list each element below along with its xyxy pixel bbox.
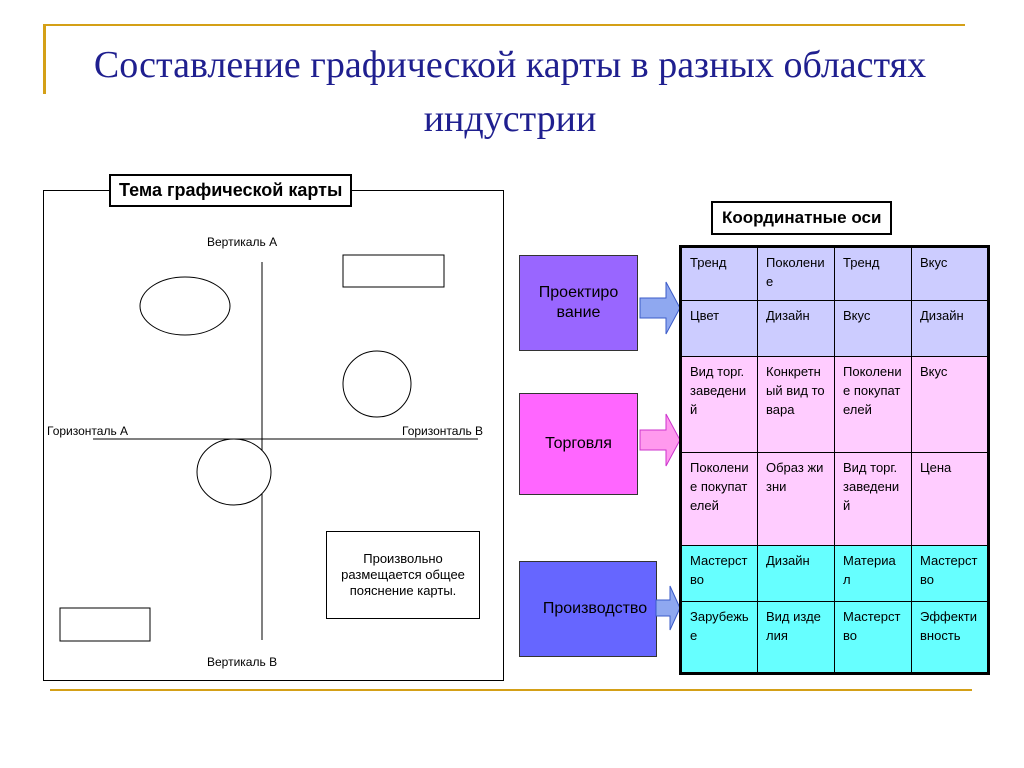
table-cell: Конкретный вид товара bbox=[757, 355, 835, 454]
table-row: Поколение покупателей Образ жизни Вид то… bbox=[680, 452, 989, 547]
table-cell: Вкус bbox=[834, 300, 912, 357]
table-cell: Мастерство bbox=[911, 545, 989, 603]
table-cell: Вкус bbox=[911, 355, 989, 454]
table-row: Зарубежье Вид изделия Мастерство Эффекти… bbox=[680, 601, 989, 674]
table-cell: Поколение bbox=[757, 245, 835, 302]
category-production-label: Производство bbox=[542, 600, 648, 617]
arrows bbox=[639, 281, 681, 631]
category-design: Проектиро вание bbox=[519, 255, 638, 351]
left-accent-bar bbox=[43, 24, 46, 94]
table-cell: Вид торг. заведений bbox=[680, 355, 758, 454]
table-cell: Дизайн bbox=[757, 300, 835, 357]
table-cell: Образ жизни bbox=[757, 452, 835, 547]
category-trade-label: Торговля bbox=[545, 435, 612, 452]
map-circle-right bbox=[342, 350, 412, 418]
map-topic-title: Тема графической карты bbox=[109, 174, 353, 207]
arrow-production-icon bbox=[655, 585, 681, 631]
table-row: Вид торг. заведений Конкретный вид товар… bbox=[680, 355, 989, 454]
table-cell: Мастерство bbox=[834, 601, 912, 674]
horizontal-a-label: Горизонталь А bbox=[47, 424, 129, 438]
table-cell: Поколение покупателей bbox=[680, 452, 758, 547]
map-rect-bottom-left bbox=[59, 607, 151, 642]
vertical-b-label: Вертикаль В bbox=[207, 655, 278, 669]
map-note-text: Произвольно размещается общее пояснение … bbox=[341, 551, 465, 598]
top-divider bbox=[43, 24, 965, 26]
table-cell: Материал bbox=[834, 545, 912, 603]
table-cell: Вид торг. заведений bbox=[834, 452, 912, 547]
map-rect-top-right bbox=[342, 254, 445, 288]
table-row: Цвет Дизайн Вкус Дизайн bbox=[680, 300, 989, 357]
category-trade: Торговля bbox=[519, 393, 638, 495]
axes-title: Координатные оси bbox=[711, 201, 893, 235]
arrow-trade-icon bbox=[639, 413, 681, 467]
table-row: Тренд Поколение Тренд Вкус bbox=[680, 245, 989, 302]
vertical-a-label: Вертикаль А bbox=[207, 235, 278, 249]
map-note-box: Произвольно размещается общее пояснение … bbox=[326, 531, 480, 619]
table-cell: Цвет bbox=[680, 300, 758, 357]
map-circle-center bbox=[196, 438, 272, 506]
slide-title: Составление графической карты в разных о… bbox=[93, 44, 927, 140]
bottom-divider bbox=[50, 689, 972, 691]
category-production: Производство bbox=[519, 561, 657, 657]
table-row: Мастерство Дизайн Материал Мастерство bbox=[680, 545, 989, 603]
horizontal-b-label: Горизонталь В bbox=[402, 424, 484, 438]
table-cell: Мастерство bbox=[680, 545, 758, 603]
table-cell: Вкус bbox=[911, 245, 989, 302]
table-cell: Вид изделия bbox=[757, 601, 835, 674]
table-cell: Зарубежье bbox=[680, 601, 758, 674]
map-ellipse-top bbox=[139, 276, 231, 336]
table-cell: Тренд bbox=[834, 245, 912, 302]
table-cell: Эффективность bbox=[911, 601, 989, 674]
arrow-design-icon bbox=[639, 281, 681, 335]
table-cell: Цена bbox=[911, 452, 989, 547]
axes-table: Тренд Поколение Тренд Вкус Цвет Дизайн В… bbox=[679, 245, 990, 675]
table-cell: Тренд bbox=[680, 245, 758, 302]
category-design-label: Проектиро вание bbox=[538, 284, 619, 321]
table-cell: Поколение покупателей bbox=[834, 355, 912, 454]
table-cell: Дизайн bbox=[911, 300, 989, 357]
table-cell: Дизайн bbox=[757, 545, 835, 603]
